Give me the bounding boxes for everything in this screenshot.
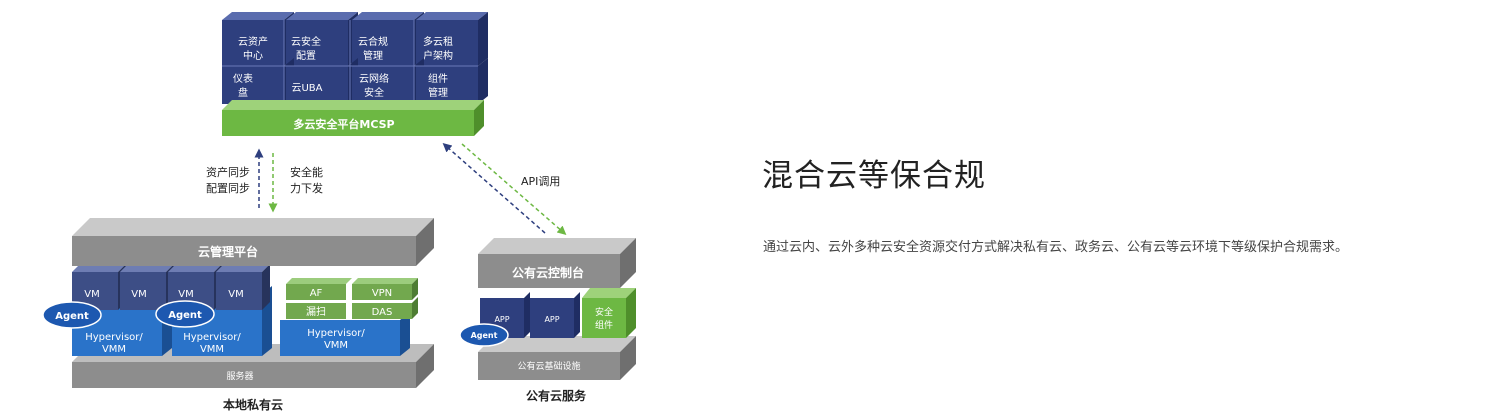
mcsp-module-line2: 盘: [238, 86, 248, 99]
agent-badge-1: Agent: [42, 301, 102, 329]
security-segment-vpn: VPN: [352, 278, 418, 300]
public-infra-label: 公有云基础设施: [517, 360, 580, 372]
public-security-component: 安全 组件: [582, 288, 636, 338]
hypervisor-label-line1: Hypervisor/: [307, 328, 365, 339]
mcsp-module-line2: 户架构: [423, 49, 453, 62]
section-description: 通过云内、云外多种云安全资源交付方式解决私有云、政务云、公有云等云环境下等级保护…: [763, 240, 1349, 255]
mcsp-module-cloud-compliance: 云合规 管理: [352, 12, 424, 66]
security-component-line1: 安全: [595, 306, 613, 318]
vm-label: VM: [228, 289, 243, 300]
capability-label-2: 力下发: [290, 181, 323, 195]
sync-label-config: 配置同步: [206, 182, 250, 195]
private-cloud-caption: 本地私有云: [223, 397, 283, 412]
agent-label: Agent: [55, 311, 89, 322]
public-app-block-2: APP: [530, 292, 580, 338]
mcsp-module-line2: 中心: [243, 49, 263, 62]
mcsp-module-line1: 云合规: [358, 35, 388, 48]
app-label: APP: [494, 315, 509, 324]
hybrid-cloud-diagram: 云资产 中心 云安全 配置 云合规 管理 多云租 户架构 仪表 盘 云UBA 云: [42, 12, 636, 412]
capability-label-1: 安全能: [290, 165, 323, 179]
mcsp-module-line2: 安全: [364, 86, 384, 99]
mcsp-module-line1: 云UBA: [291, 83, 322, 94]
mcsp-module-line2: 配置: [296, 50, 316, 62]
public-agent-badge: Agent: [459, 323, 509, 347]
hypervisor-label-line1: Hypervisor/: [85, 332, 143, 343]
mcsp-module-line1: 多云租: [423, 35, 453, 48]
vm-label: VM: [178, 289, 193, 300]
mcsp-module-multi-tenant: 多云租 户架构: [416, 12, 488, 66]
server-label: 服务器: [226, 370, 253, 382]
mcsp-module-line1: 云资产: [238, 35, 268, 48]
api-up-arrow: [442, 143, 546, 234]
mcsp-platform-label: 多云安全平台MCSP: [293, 117, 394, 131]
security-scan-label: 漏扫: [306, 305, 326, 318]
security-component-line2: 组件: [595, 319, 613, 331]
hypervisor-label-line2: VMM: [102, 344, 126, 355]
public-infra-slab: 公有云基础设施: [478, 336, 636, 380]
public-cloud-caption: 公有云服务: [526, 388, 587, 403]
section-title: 混合云等保合规: [762, 158, 986, 194]
cloud-mgmt-platform-slab: 云管理平台: [72, 218, 434, 266]
sync-label-asset: 资产同步: [206, 165, 250, 179]
vm-block-4: VM: [216, 264, 270, 310]
mcsp-module-line1: 云网络: [359, 72, 389, 85]
vm-label: VM: [84, 289, 99, 300]
api-down-arrow: [461, 143, 567, 235]
hypervisor-block-3: Hypervisor/ VMM: [280, 312, 410, 356]
mcsp-module-line2: 管理: [428, 86, 448, 99]
security-vpn-label: VPN: [372, 288, 392, 299]
security-das-label: DAS: [372, 307, 393, 318]
mcsp-module-gridlines: [222, 20, 478, 104]
security-segment-af: AF: [286, 278, 352, 300]
mcsp-module-cloud-asset-center: 云资产 中心: [222, 12, 294, 66]
hypervisor-label-line2: VMM: [200, 344, 224, 355]
mcsp-platform-slab: 多云安全平台MCSP: [222, 100, 484, 136]
mcsp-module-line1: 仪表: [233, 72, 253, 85]
mcsp-module-component-management: 组件 管理: [416, 58, 488, 104]
security-af-label: AF: [310, 288, 323, 299]
mcsp-module-line2: 管理: [363, 49, 383, 62]
mcsp-module-line1: 组件: [428, 72, 448, 85]
app-label: APP: [544, 315, 559, 324]
cloud-mgmt-platform-label: 云管理平台: [198, 244, 258, 259]
mcsp-module-line1: 云安全: [291, 35, 321, 48]
public-console-label: 公有云控制台: [512, 265, 584, 280]
vm-label: VM: [131, 289, 146, 300]
mcsp-module-cloud-security-config: 云安全 配置: [286, 12, 358, 66]
security-segment-scan: 漏扫: [286, 303, 346, 319]
hypervisor-label-line2: VMM: [324, 340, 348, 351]
api-call-label: API调用: [521, 175, 560, 188]
agent-badge-2: Agent: [155, 300, 215, 328]
agent-label: Agent: [168, 310, 202, 321]
vm-block-2: VM: [120, 264, 174, 310]
security-segment-das: DAS: [352, 297, 418, 319]
hypervisor-label-line1: Hypervisor/: [183, 332, 241, 343]
public-console-slab: 公有云控制台: [478, 238, 636, 288]
agent-label: Agent: [471, 331, 498, 340]
